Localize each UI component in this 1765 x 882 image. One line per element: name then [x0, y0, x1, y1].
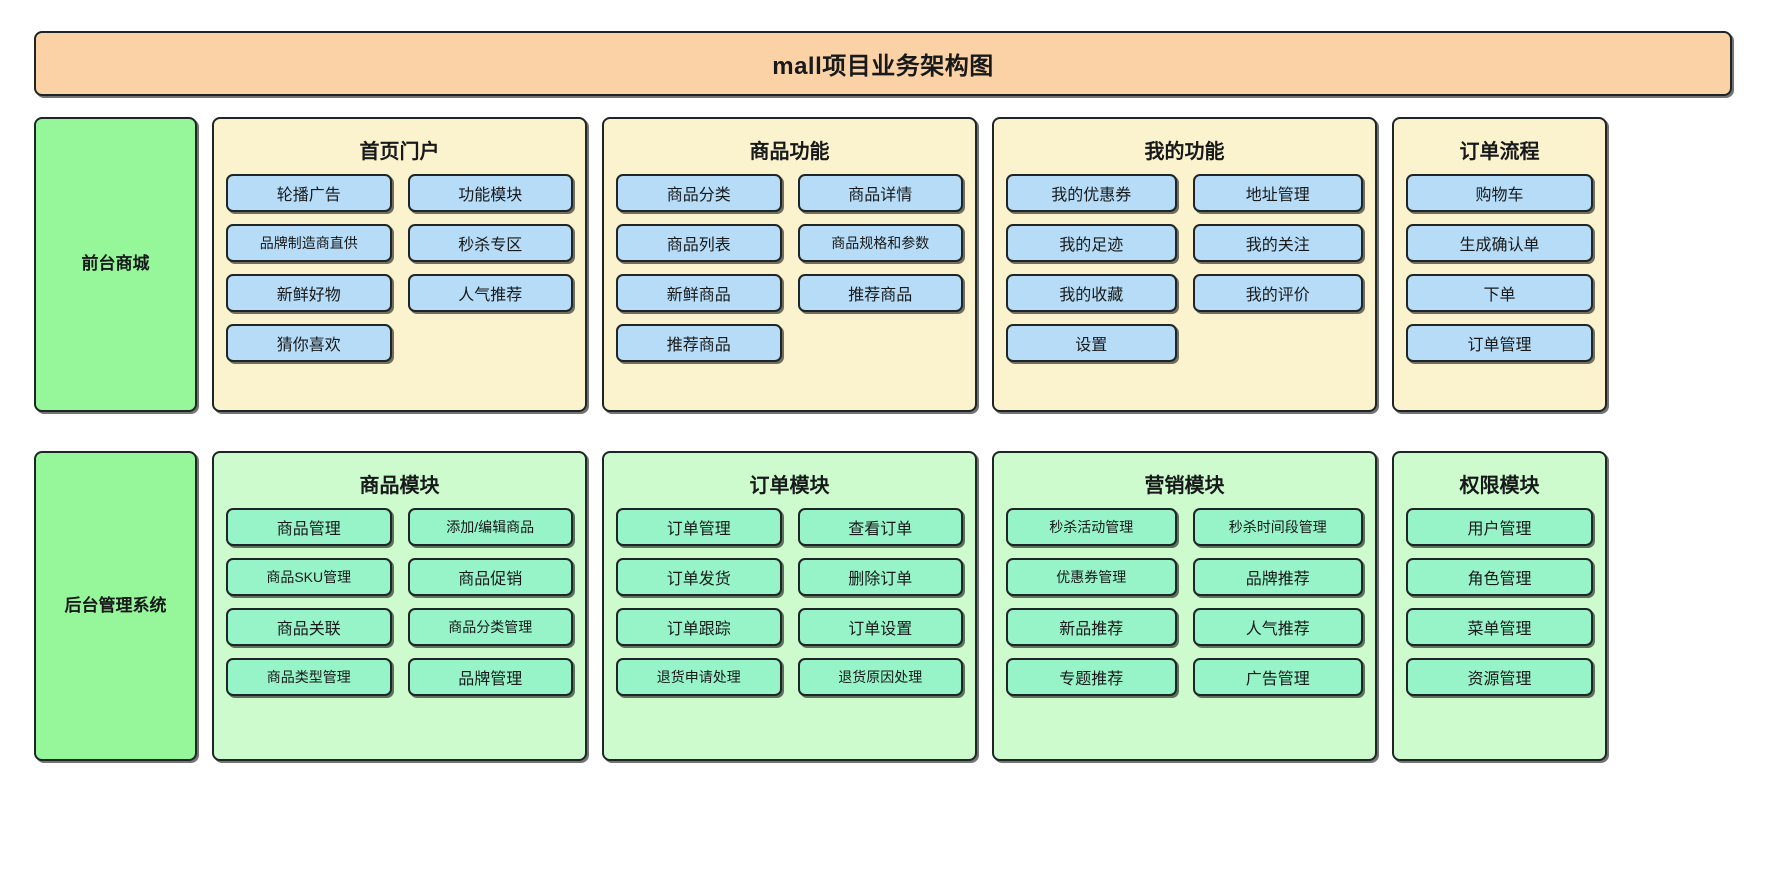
module-item[interactable]: 品牌推荐	[1192, 558, 1363, 596]
module-item[interactable]: 商品分类	[616, 174, 782, 212]
module-item[interactable]: 商品规格和参数	[797, 224, 963, 262]
module-item[interactable]: 商品详情	[797, 174, 963, 212]
module-item[interactable]: 地址管理	[1192, 174, 1363, 212]
panel-title: 权限模块	[1459, 475, 1540, 497]
page-title: mall项目业务架构图	[772, 53, 994, 80]
module-item[interactable]: 购物车	[1406, 174, 1593, 212]
module-item[interactable]: 优惠券管理	[1006, 558, 1177, 596]
module-item[interactable]: 订单设置	[797, 608, 963, 646]
module-item[interactable]: 轮播广告	[226, 174, 392, 212]
module-item[interactable]: 我的关注	[1192, 224, 1363, 262]
module-item[interactable]: 商品列表	[616, 224, 782, 262]
panel-title: 营销模块	[1144, 475, 1225, 497]
panel-order-module: 订单模块 订单管理 查看订单 订单发货 删除订单 订单跟踪 订单设置 退货申请处…	[602, 451, 977, 761]
module-item[interactable]: 推荐商品	[616, 324, 782, 362]
module-item[interactable]: 添加/编辑商品	[407, 508, 573, 546]
module-item[interactable]: 查看订单	[797, 508, 963, 546]
module-item[interactable]: 商品SKU管理	[226, 558, 392, 596]
panel-marketing-module: 营销模块 秒杀活动管理 秒杀时间段管理 优惠券管理 品牌推荐 新品推荐 人气推荐…	[992, 451, 1377, 761]
module-item[interactable]: 新品推荐	[1006, 608, 1177, 646]
module-item[interactable]: 人气推荐	[407, 274, 573, 312]
panel-item-grid: 商品管理 添加/编辑商品 商品SKU管理 商品促销 商品关联 商品分类管理 商品…	[226, 508, 573, 696]
row-label-frontend: 前台商城	[34, 117, 197, 412]
panel-item-grid: 订单管理 查看订单 订单发货 删除订单 订单跟踪 订单设置 退货申请处理 退货原…	[616, 508, 963, 696]
panel-title: 商品功能	[749, 141, 830, 163]
module-item[interactable]: 我的收藏	[1006, 274, 1177, 312]
module-item[interactable]: 下单	[1406, 274, 1593, 312]
module-item[interactable]: 退货申请处理	[616, 658, 782, 696]
panel-title: 商品模块	[359, 475, 440, 497]
panel-title: 订单模块	[749, 475, 830, 497]
module-item[interactable]: 订单发货	[616, 558, 782, 596]
panel-item-grid: 我的优惠券 地址管理 我的足迹 我的关注 我的收藏 我的评价 设置	[1006, 174, 1363, 362]
row-label-backend: 后台管理系统	[34, 451, 197, 761]
module-item[interactable]: 订单跟踪	[616, 608, 782, 646]
module-item[interactable]: 推荐商品	[797, 274, 963, 312]
panel-title: 首页门户	[359, 141, 440, 163]
module-item[interactable]: 秒杀时间段管理	[1192, 508, 1363, 546]
module-item[interactable]: 生成确认单	[1406, 224, 1593, 262]
panel-order-flow: 订单流程 购物车 生成确认单 下单 订单管理	[1392, 117, 1607, 412]
module-item[interactable]: 用户管理	[1406, 508, 1593, 546]
panel-title: 我的功能	[1144, 141, 1225, 163]
row-label-text: 后台管理系统	[64, 595, 167, 615]
module-item[interactable]: 角色管理	[1406, 558, 1593, 596]
module-item[interactable]: 我的评价	[1192, 274, 1363, 312]
module-item[interactable]: 资源管理	[1406, 658, 1593, 696]
module-item[interactable]: 秒杀活动管理	[1006, 508, 1177, 546]
panel-item-grid: 购物车 生成确认单 下单 订单管理	[1406, 174, 1593, 362]
row-frontend: 前台商城 首页门户 轮播广告 功能模块 品牌制造商直供 秒杀专区 新鲜好物 人气…	[34, 117, 1732, 412]
row-backend: 后台管理系统 商品模块 商品管理 添加/编辑商品 商品SKU管理 商品促销 商品…	[34, 451, 1732, 761]
panel-item-grid: 商品分类 商品详情 商品列表 商品规格和参数 新鲜商品 推荐商品 推荐商品	[616, 174, 963, 362]
module-item[interactable]: 新鲜商品	[616, 274, 782, 312]
module-item[interactable]: 我的足迹	[1006, 224, 1177, 262]
panel-goods-features: 商品功能 商品分类 商品详情 商品列表 商品规格和参数 新鲜商品 推荐商品 推荐…	[602, 117, 977, 412]
diagram-title-banner: mall项目业务架构图	[34, 31, 1732, 96]
module-item[interactable]: 商品管理	[226, 508, 392, 546]
panel-item-grid: 用户管理 角色管理 菜单管理 资源管理	[1406, 508, 1593, 696]
module-item[interactable]: 人气推荐	[1192, 608, 1363, 646]
panel-title: 订单流程	[1459, 141, 1540, 163]
module-item[interactable]: 订单管理	[1406, 324, 1593, 362]
module-item[interactable]: 菜单管理	[1406, 608, 1593, 646]
module-item[interactable]: 秒杀专区	[407, 224, 573, 262]
module-item[interactable]: 专题推荐	[1006, 658, 1177, 696]
panel-auth-module: 权限模块 用户管理 角色管理 菜单管理 资源管理	[1392, 451, 1607, 761]
module-item[interactable]: 订单管理	[616, 508, 782, 546]
module-item[interactable]: 我的优惠券	[1006, 174, 1177, 212]
module-item[interactable]: 新鲜好物	[226, 274, 392, 312]
module-item[interactable]: 品牌制造商直供	[226, 224, 392, 262]
module-item[interactable]: 品牌管理	[407, 658, 573, 696]
row-label-text: 前台商城	[81, 254, 150, 274]
module-item[interactable]: 设置	[1006, 324, 1177, 362]
panel-item-grid: 轮播广告 功能模块 品牌制造商直供 秒杀专区 新鲜好物 人气推荐 猜你喜欢	[226, 174, 573, 362]
module-item[interactable]: 商品促销	[407, 558, 573, 596]
module-item[interactable]: 功能模块	[407, 174, 573, 212]
panel-goods-module: 商品模块 商品管理 添加/编辑商品 商品SKU管理 商品促销 商品关联 商品分类…	[212, 451, 587, 761]
module-item[interactable]: 删除订单	[797, 558, 963, 596]
panel-home-portal: 首页门户 轮播广告 功能模块 品牌制造商直供 秒杀专区 新鲜好物 人气推荐 猜你…	[212, 117, 587, 412]
panel-my-features: 我的功能 我的优惠券 地址管理 我的足迹 我的关注 我的收藏 我的评价 设置	[992, 117, 1377, 412]
module-item[interactable]: 猜你喜欢	[226, 324, 392, 362]
module-item[interactable]: 商品分类管理	[407, 608, 573, 646]
module-item[interactable]: 退货原因处理	[797, 658, 963, 696]
module-item[interactable]: 商品类型管理	[226, 658, 392, 696]
panel-item-grid: 秒杀活动管理 秒杀时间段管理 优惠券管理 品牌推荐 新品推荐 人气推荐 专题推荐…	[1006, 508, 1363, 696]
module-item[interactable]: 广告管理	[1192, 658, 1363, 696]
module-item[interactable]: 商品关联	[226, 608, 392, 646]
